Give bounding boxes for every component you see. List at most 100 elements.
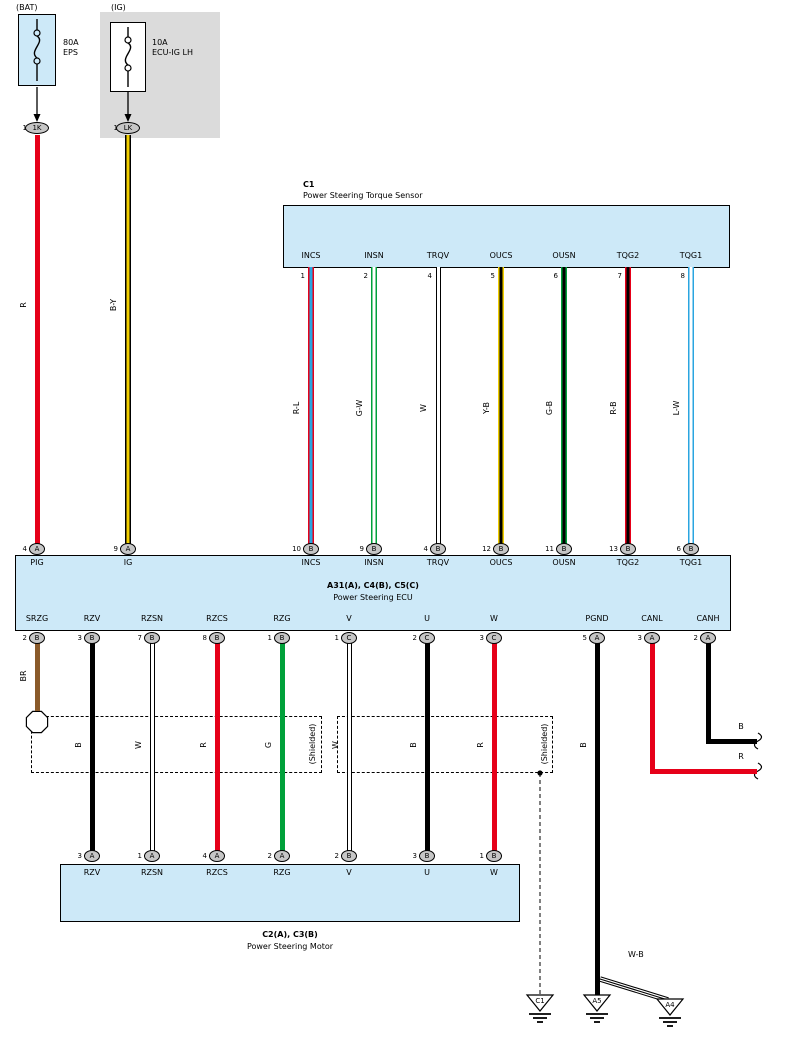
- ecu-bottom-label-SRZG: SRZG: [25, 614, 49, 623]
- ecu-top-pin-INCS-cap: B: [303, 543, 319, 555]
- wire-label-v: W: [331, 741, 340, 749]
- shield-box-right: [337, 716, 553, 773]
- motor-pin-label-RZG: RZG: [273, 868, 291, 877]
- shield-label-left: (Shielded): [308, 723, 317, 765]
- wire-label-w: R: [476, 742, 485, 748]
- ecu-bottom-pin-RZG-num: 1: [267, 634, 272, 642]
- motor-pin-label-RZV: RZV: [83, 868, 101, 877]
- sensor-pin-TQG1-num: 8: [680, 272, 685, 280]
- ecu-top-pin-TQG1-cap: B: [683, 543, 699, 555]
- wire-pgnd: [594, 642, 600, 995]
- motor-pin-V-cap: B: [341, 850, 357, 862]
- wire-tqg1: [688, 267, 694, 548]
- sensor-pin-OUCS-num: 5: [490, 272, 495, 280]
- ecu-bottom-label-RZV: RZV: [83, 614, 101, 623]
- ig-fuse-amp: 10A: [152, 38, 168, 47]
- ecu-bottom-pin-U-num: 2: [412, 634, 417, 642]
- wire-label-incs: R-L: [292, 401, 301, 415]
- ecu-top-pin-PIG-num: 4: [22, 545, 27, 553]
- fuse-icon: [33, 19, 41, 81]
- wire-label-rzsn: W: [134, 741, 143, 749]
- ecu-top-label-IG: IG: [123, 558, 133, 567]
- motor-pin-label-V: V: [346, 868, 352, 877]
- ecu-top-pin-TRQV-num: 4: [423, 545, 428, 553]
- motor-box: [60, 864, 520, 922]
- sensor-pin-OUSN-num: 6: [553, 272, 558, 280]
- ecu-bottom-pin-RZSN-cap: B: [144, 632, 160, 644]
- wire-srzg: [34, 642, 40, 711]
- ecu-top-label-INCS: INCS: [301, 558, 321, 567]
- ecu-top-pin-INCS-num: 10: [292, 545, 301, 553]
- sensor-pin-INSN-num: 2: [363, 272, 368, 280]
- wb-wire-label: W-B: [628, 950, 644, 959]
- wire-tqg2: [625, 267, 631, 548]
- wire-label-u: B: [409, 742, 418, 748]
- ecu-top-label-INSN: INSN: [364, 558, 384, 567]
- wire-v: [346, 642, 352, 860]
- ecu-top-label-OUSN: OUSN: [552, 558, 576, 567]
- fuse-icon: [124, 27, 132, 87]
- ecu-top-pin-OUSN-cap: B: [556, 543, 572, 555]
- wire-trqv: [435, 267, 441, 548]
- motor-pin-RZCS-num: 4: [202, 852, 207, 860]
- wire-rzcs: [214, 642, 220, 860]
- wire-label-trqv: W: [419, 404, 428, 412]
- ecu-top-pin-TRQV-cap: B: [430, 543, 446, 555]
- ecu-bottom-pin-V-num: 1: [334, 634, 339, 642]
- motor-pin-RZG-cap: A: [274, 850, 290, 862]
- ecu-top-pin-TQG2-cap: B: [620, 543, 636, 555]
- ecu-top-pin-OUSN-num: 11: [545, 545, 554, 553]
- ecu-top-pin-TQG1-num: 6: [676, 545, 681, 553]
- wire-insn: [371, 267, 377, 548]
- bat-fuse-tag: (BAT): [16, 3, 38, 12]
- sensor-pin-label-OUSN: OUSN: [552, 251, 576, 260]
- ground-symbol-A4: [655, 998, 685, 1016]
- wire-label-pig: R: [19, 302, 28, 308]
- ecu-top-pin-OUCS-num: 12: [482, 545, 491, 553]
- ecu-bottom-pin-RZSN-num: 7: [137, 634, 142, 642]
- wire-oucs: [498, 267, 504, 548]
- bat-fuse-name: EPS: [63, 48, 78, 57]
- wire-canh-h: [706, 738, 757, 744]
- ig-fuse-name: ECU-IG LH: [152, 48, 193, 57]
- ground-symbol-C1: [525, 994, 555, 1012]
- motor-pin-U-num: 3: [412, 852, 417, 860]
- motor-pin-RZSN-num: 1: [137, 852, 142, 860]
- ig-fuse-tag: (IG): [111, 3, 126, 12]
- ecu-top-label-OUCS: OUCS: [489, 558, 513, 567]
- sensor-pin-TRQV-num: 4: [427, 272, 432, 280]
- wire-canl-h: [650, 768, 757, 774]
- ecu-bottom-label-U: U: [424, 614, 430, 623]
- fuse-connector-1K-cap: 1K: [25, 122, 49, 134]
- motor-pin-RZG-num: 2: [267, 852, 272, 860]
- ecu-bottom-pin-SRZG-cap: B: [29, 632, 45, 644]
- ecu-top-label-TQG1: TQG1: [679, 558, 703, 567]
- ecu-bottom-pin-CANH-cap: A: [700, 632, 716, 644]
- ecu-bottom-pin-RZCS-num: 8: [202, 634, 207, 642]
- ecu-bottom-pin-RZV-cap: B: [84, 632, 100, 644]
- ecu-bottom-pin-W-cap: C: [486, 632, 502, 644]
- ecu-title: Power Steering ECU: [333, 593, 413, 602]
- wire-label-srzg: BR: [19, 670, 28, 682]
- ecu-top-pin-INSN-num: 9: [359, 545, 364, 553]
- ecu-bottom-label-RZSN: RZSN: [140, 614, 164, 623]
- wire-incs: [308, 267, 314, 548]
- wire-w: [491, 642, 497, 860]
- ecu-bottom-pin-RZCS-cap: B: [209, 632, 225, 644]
- wire-label-ig: B-Y: [109, 298, 118, 312]
- sensor-pin-label-INSN: INSN: [364, 251, 384, 260]
- motor-pin-label-RZSN: RZSN: [140, 868, 164, 877]
- wire-label-insn: G-W: [355, 399, 364, 417]
- wire-label-rzv: B: [74, 742, 83, 748]
- ground-symbol-A5: [582, 994, 612, 1012]
- ecu-bottom-pin-PGND-cap: A: [589, 632, 605, 644]
- motor-title: Power Steering Motor: [246, 942, 334, 951]
- sensor-title: Power Steering Torque Sensor: [303, 191, 423, 200]
- ecu-bottom-pin-CANL-num: 3: [637, 634, 642, 642]
- ecu-top-pin-PIG-cap: A: [29, 543, 45, 555]
- wire-label-pgnd: B: [579, 742, 588, 748]
- wire-canh-v: [705, 642, 711, 744]
- sensor-pin-label-TRQV: TRQV: [426, 251, 450, 260]
- fuse-connector-LK-cap: LK: [116, 122, 140, 134]
